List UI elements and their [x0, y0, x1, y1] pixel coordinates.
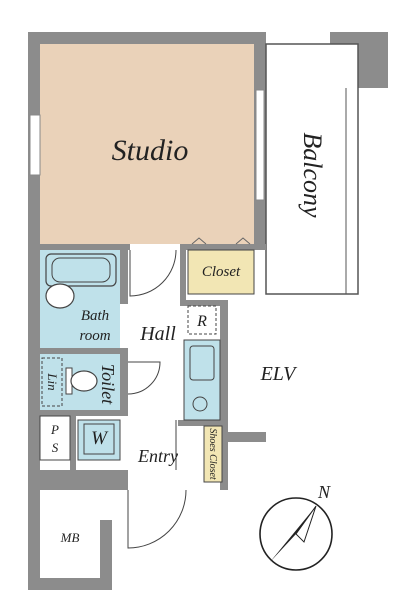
label-pipe-space-s: S: [52, 440, 59, 455]
compass-ring: [259, 497, 333, 571]
window-right: [255, 89, 265, 201]
door-swings: [127, 249, 187, 549]
compass-north-label: N: [317, 482, 331, 502]
bathtub: [45, 253, 117, 287]
label-shoes-closet: Shoes Closet: [207, 428, 218, 480]
compass-needle-icon: [270, 506, 316, 562]
label-balcony: Balcony: [298, 132, 327, 218]
refrigerator-box: [187, 305, 217, 335]
label-bathroom-line1: Bath: [81, 308, 109, 324]
label-closet: Closet: [202, 264, 241, 280]
label-pipe-space-p: P: [50, 422, 59, 437]
meter-box: [40, 522, 100, 578]
label-toilet: Toilet: [98, 364, 118, 405]
label-elevator: ELV: [260, 363, 299, 385]
pipe-space: [39, 415, 71, 461]
label-refrigerator: R: [196, 313, 207, 330]
label-washer: W: [91, 428, 109, 449]
compass: N: [259, 482, 333, 571]
kitchen-sink: [189, 345, 215, 381]
toilet-bowl: [70, 370, 98, 392]
label-studio: Studio: [112, 134, 189, 167]
label-entry: Entry: [137, 446, 178, 466]
shoes-closet-area: [203, 425, 223, 483]
studio-floor: [40, 44, 254, 244]
balcony-area: [265, 43, 359, 295]
bathtub-inner: [51, 257, 111, 283]
interior-walls: [40, 244, 266, 470]
label-meter-box: MB: [60, 530, 80, 545]
stove-burner: [192, 396, 208, 412]
linen-shelf: [41, 357, 63, 407]
label-bathroom-line2: room: [79, 328, 110, 344]
label-linen: Lin: [45, 372, 60, 390]
window-left: [29, 114, 41, 176]
washbasin: [45, 283, 75, 309]
washer-area: [77, 419, 121, 461]
label-hall: Hall: [139, 323, 176, 345]
closet-area: [187, 249, 255, 295]
